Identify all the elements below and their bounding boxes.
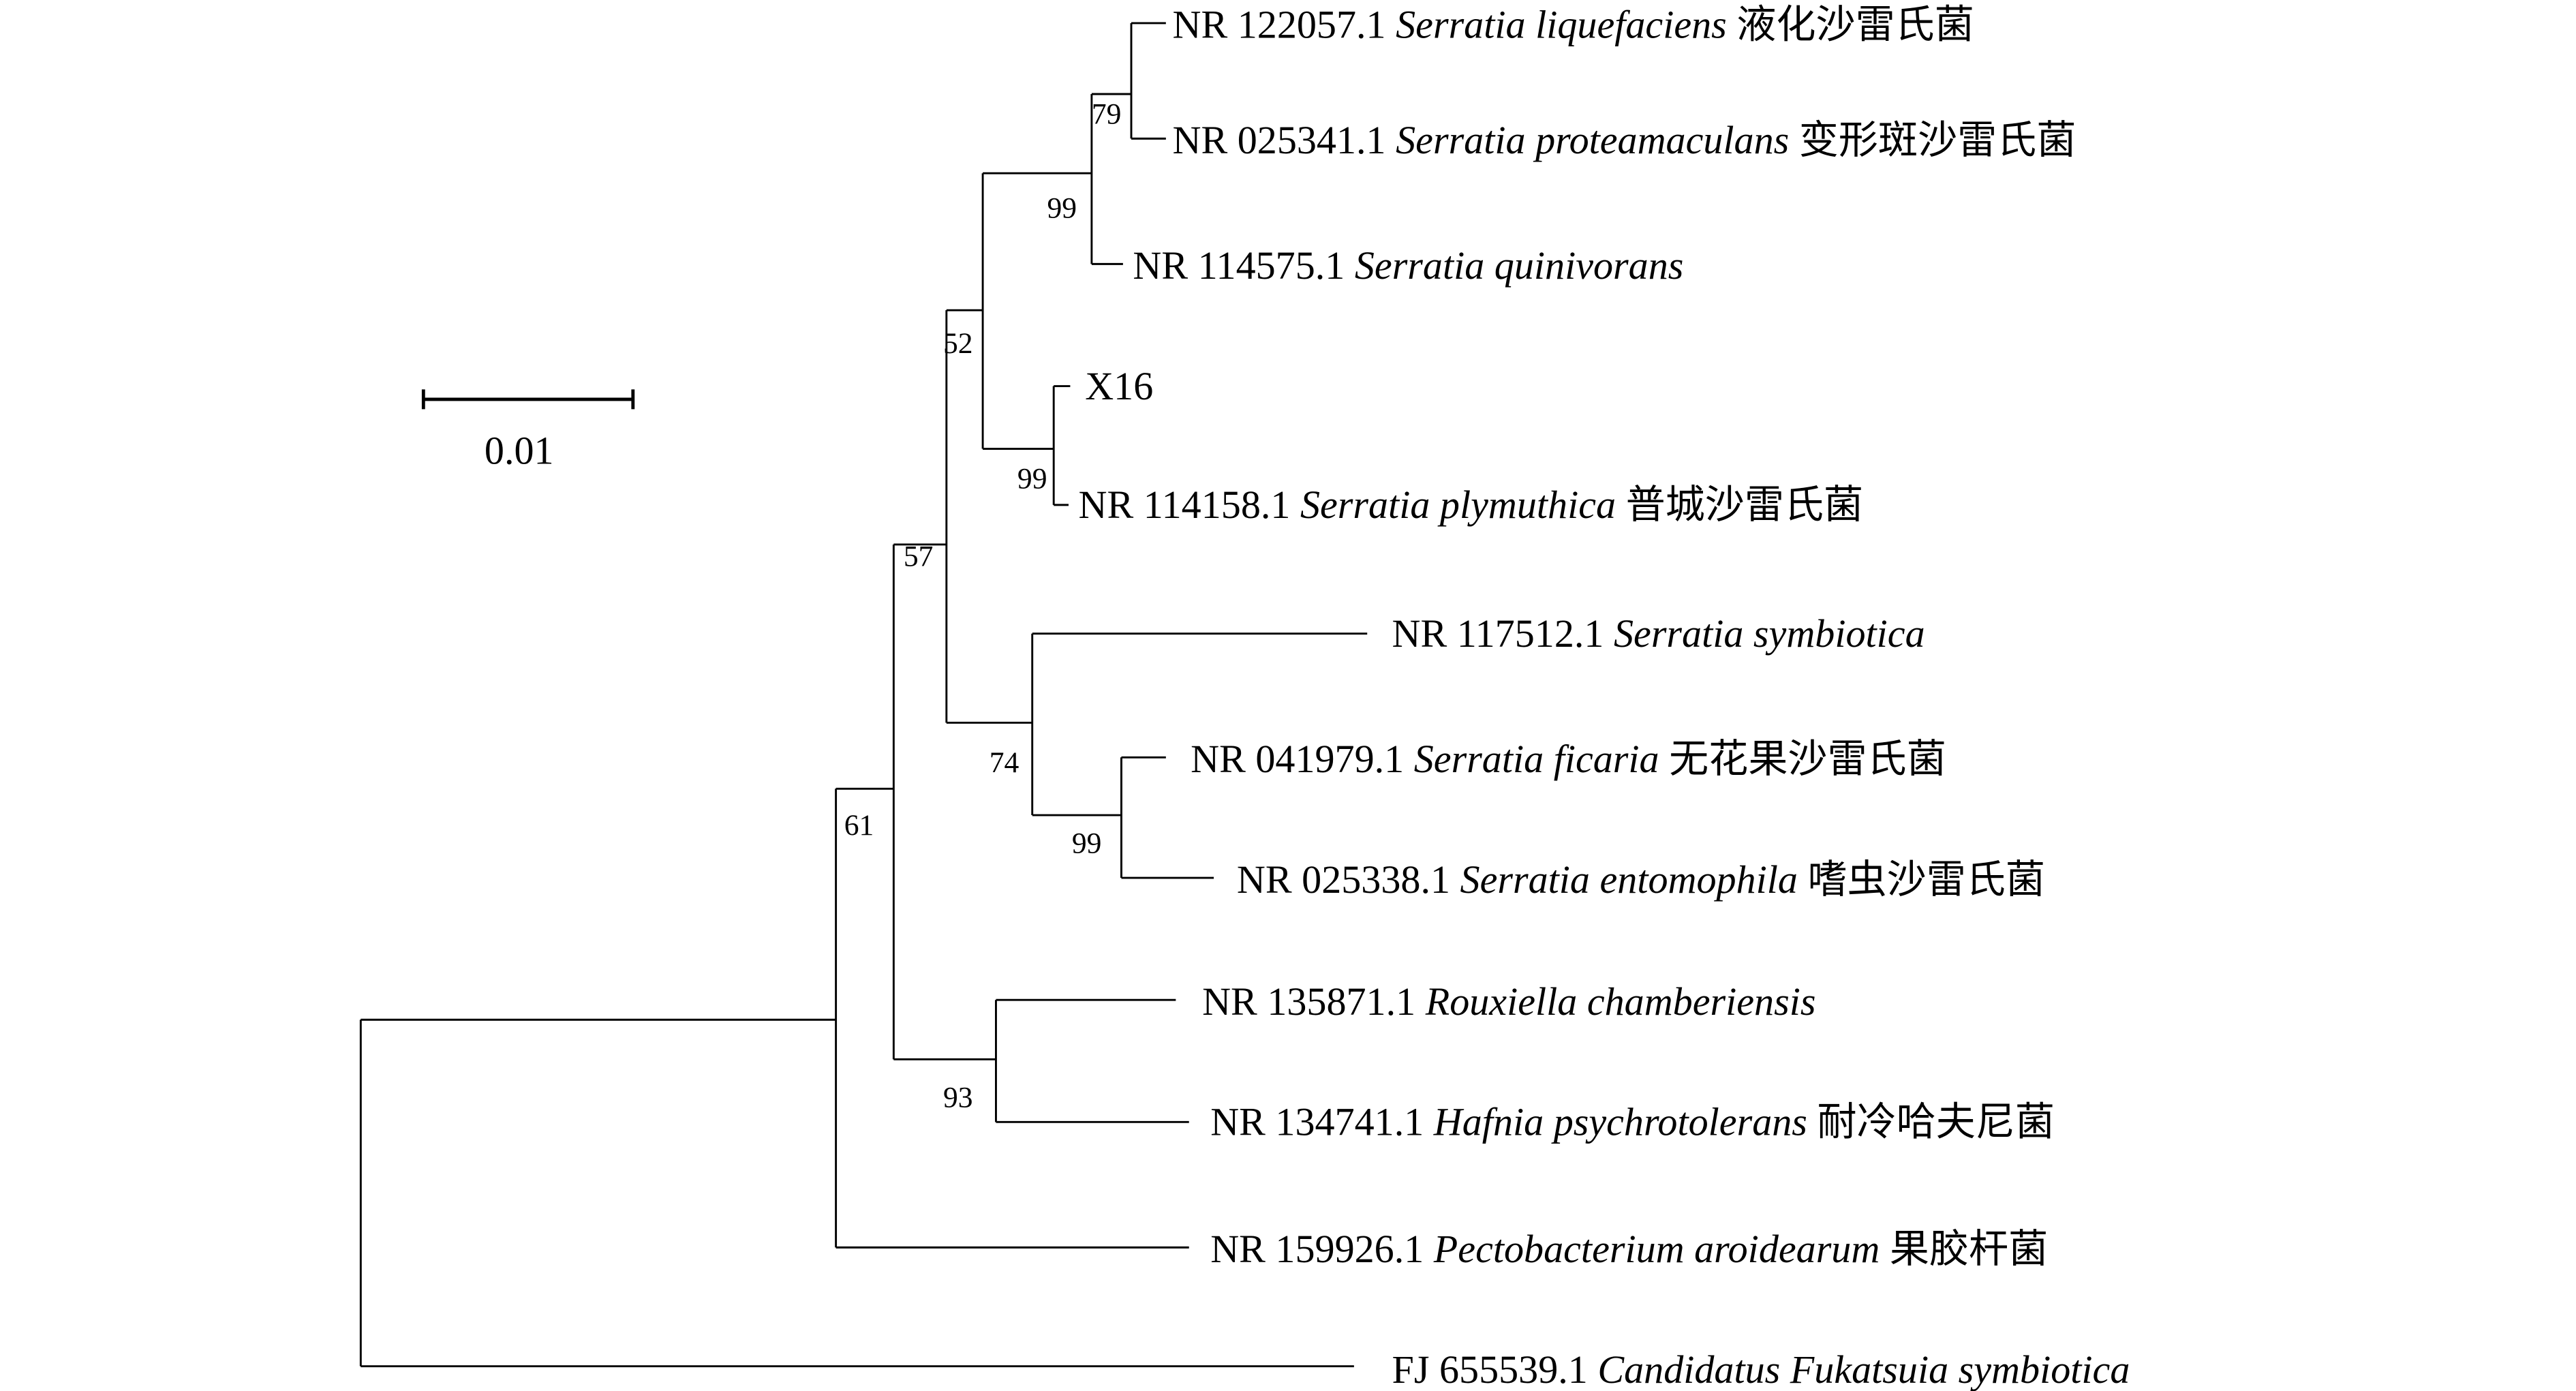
bootstrap-value: 93: [943, 1082, 973, 1114]
scale-bar-label: 0.01: [485, 428, 554, 472]
node-99-ficaria-branch: [1120, 756, 1214, 879]
taxon-label: NR 134741.1 Hafnia psychrotolerans 耐冷哈夫尼…: [1210, 1100, 2055, 1144]
taxon-label: NR 122057.1 Serratia liquefaciens 液化沙雷氏菌: [1173, 3, 1974, 47]
bootstrap-value: 79: [1092, 98, 1122, 131]
taxon-label: NR 114158.1 Serratia plymuthica 普城沙雷氏菌: [1079, 483, 1864, 527]
taxon-label-outgroup: FJ 655539.1 Candidatus Fukatsuia symbiot…: [1392, 1347, 2130, 1391]
bootstrap-values: 79 99 99 52 74 99 57 93 61: [844, 98, 1122, 1114]
taxon-labels: NR 122057.1 Serratia liquefaciens 液化沙雷氏菌…: [1079, 3, 2130, 1391]
node-upper-branch: [981, 172, 1092, 450]
taxon-label: NR 025341.1 Serratia proteamaculans 变形斑沙…: [1173, 118, 2076, 162]
taxon-label: NR 135871.1 Rouxiella chamberiensis: [1202, 979, 1815, 1024]
node-99-quinivorans-branch: [1090, 93, 1131, 265]
taxon-label: NR 117512.1 Serratia symbiotica: [1392, 611, 1925, 656]
node-57-branch: [892, 543, 996, 1060]
node-74-branch: [1031, 632, 1368, 816]
scale-bar: 0.01: [421, 389, 635, 472]
tree-branches: [359, 22, 1368, 1368]
taxon-label: NR 159926.1 Pectobacterium aroidearum 果胶…: [1210, 1227, 2048, 1271]
node-93-branch: [995, 998, 1189, 1123]
taxon-label: NR 041979.1 Serratia ficaria 无花果沙雷氏菌: [1191, 737, 1946, 781]
root-branch: [359, 1018, 1354, 1368]
taxon-label: NR 114575.1 Serratia quinivorans: [1133, 243, 1683, 288]
scale-bar-line: [421, 389, 635, 410]
bootstrap-value: 52: [943, 327, 973, 360]
node-52-branch: [945, 309, 1032, 724]
taxon-label-x16: X16: [1085, 364, 1153, 408]
bootstrap-value: 99: [1072, 827, 1102, 860]
node-61-branch: [835, 787, 1189, 1249]
bootstrap-value: 61: [844, 809, 874, 842]
node-79-branch: [1130, 22, 1166, 140]
bootstrap-value: 57: [904, 540, 934, 572]
node-99-x16-branch: [1052, 385, 1071, 506]
bootstrap-value: 99: [1047, 192, 1077, 225]
bootstrap-value: 99: [1017, 463, 1047, 495]
taxon-label: NR 025338.1 Serratia entomophila 嗜虫沙雷氏菌: [1237, 857, 2045, 902]
bootstrap-value: 74: [990, 746, 1019, 779]
